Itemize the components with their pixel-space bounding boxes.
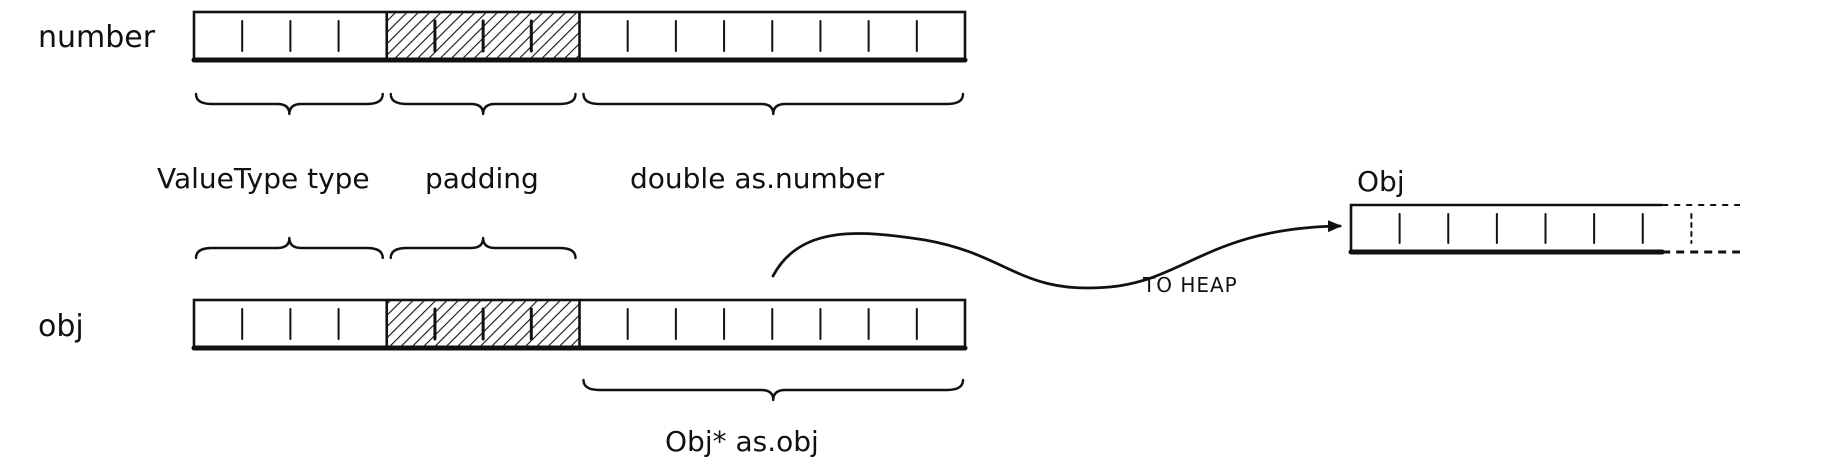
obj-byte-row <box>191 298 968 351</box>
heap-box-outline <box>1349 203 1663 252</box>
row-label-number: number <box>38 20 156 55</box>
field-label-obj: Obj* as.obj <box>665 425 819 458</box>
brace-padding-bottom <box>389 236 577 260</box>
brace-number-top <box>582 92 965 116</box>
heap-object-box <box>1348 203 1740 255</box>
field-braces <box>194 92 965 402</box>
brace-padding-top <box>389 92 577 116</box>
field-label-padding: padding <box>425 162 539 195</box>
pointer-arrow <box>771 220 1342 290</box>
row-label-obj: obj <box>38 309 84 344</box>
heap-object-label: Obj <box>1357 165 1405 198</box>
brace-obj-payload <box>582 378 965 402</box>
number-byte-row <box>191 10 968 63</box>
field-label-number: double as.number <box>630 162 885 195</box>
brace-type-top <box>194 92 384 116</box>
brace-type-bottom <box>194 236 384 260</box>
to-heap-label: TO HEAP <box>1142 273 1238 297</box>
field-label-type: ValueType type <box>157 162 370 195</box>
